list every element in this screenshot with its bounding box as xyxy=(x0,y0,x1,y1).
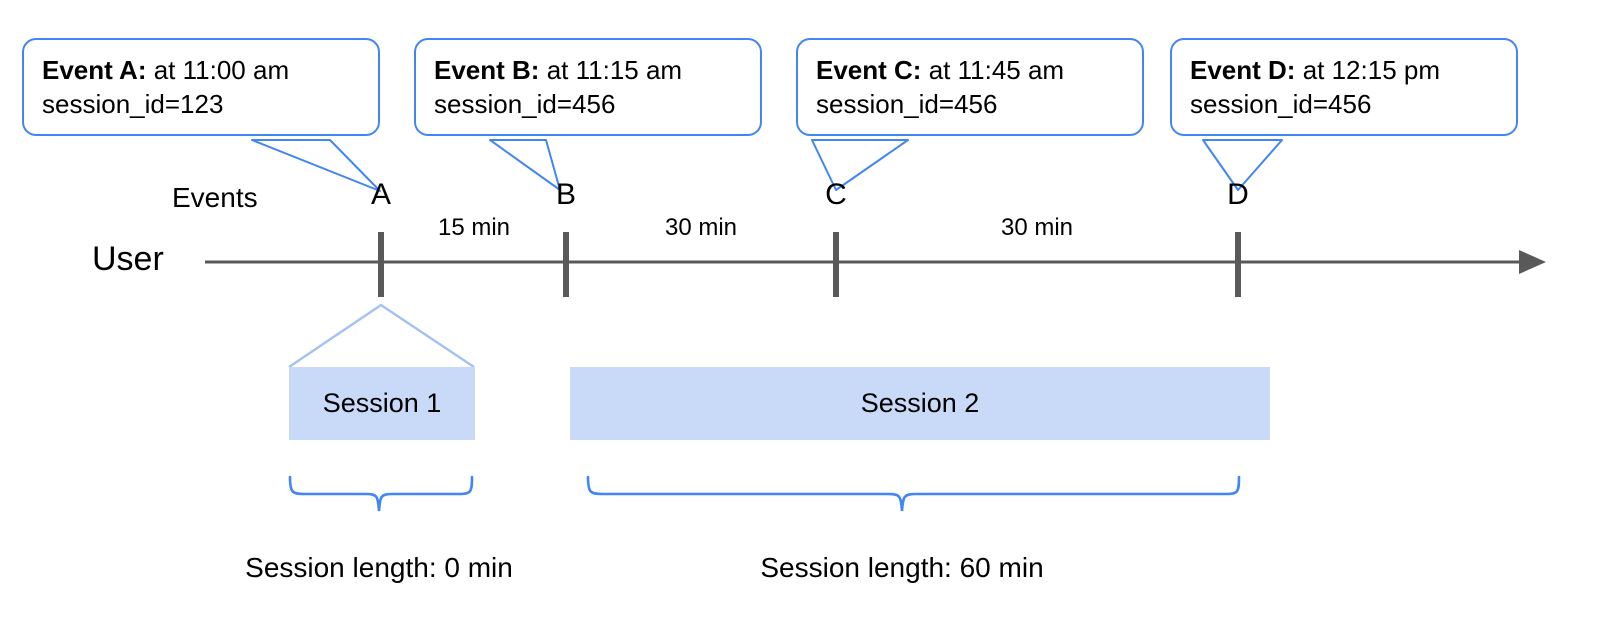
gap-label-a-b: 15 min xyxy=(437,214,511,241)
callout-event-d[interactable]: Event D: at 12:15 pm session_id=456 xyxy=(1170,38,1518,136)
callout-a-time: at 11:00 am xyxy=(146,55,290,85)
session-length-label-1: Session length: 0 min xyxy=(245,552,513,583)
gap-label-b-c: 30 min xyxy=(664,214,738,241)
event-letter-c: C xyxy=(825,178,847,211)
session1-tent-connector xyxy=(288,303,475,369)
session2-brace xyxy=(586,475,1241,512)
callout-d-session-id: session_id=456 xyxy=(1190,88,1372,119)
callout-c-time: at 11:45 am xyxy=(921,55,1065,85)
callout-b-time: at 11:15 am xyxy=(539,55,683,85)
session-bar-2-label: Session 2 xyxy=(860,388,980,418)
callout-tail-b xyxy=(489,139,561,191)
callout-b-lead: Event B: xyxy=(434,55,540,85)
event-letter-a: A xyxy=(370,178,391,211)
user-axis-label: User xyxy=(92,240,164,278)
callout-b-session-id: session_id=456 xyxy=(434,88,616,119)
gap-label-c-d: 30 min xyxy=(1000,214,1074,241)
callout-d-lead: Event D: xyxy=(1190,55,1296,85)
callout-a-lead: Event A: xyxy=(42,55,147,85)
callout-event-b[interactable]: Event B: at 11:15 am session_id=456 xyxy=(414,38,762,136)
callout-tail-a xyxy=(251,139,381,192)
event-letter-d: D xyxy=(1227,178,1249,211)
session-bar-1-label: Session 1 xyxy=(322,388,442,418)
session-length-label-2: Session length: 60 min xyxy=(760,552,1044,583)
callout-tail-d xyxy=(1202,139,1283,191)
callout-c-session-id: session_id=456 xyxy=(816,88,998,119)
callout-a-session-id: session_id=123 xyxy=(42,88,224,119)
events-row-label: Events xyxy=(172,182,258,213)
session-bar-1[interactable]: Session 1 xyxy=(289,367,475,440)
callout-c-lead: Event C: xyxy=(816,55,922,85)
callout-event-a[interactable]: Event A: at 11:00 am session_id=123 xyxy=(22,38,380,136)
callout-d-time: at 12:15 pm xyxy=(1295,55,1441,85)
callout-event-c[interactable]: Event C: at 11:45 am session_id=456 xyxy=(796,38,1144,136)
session-bar-2[interactable]: Session 2 xyxy=(570,367,1270,440)
event-letter-b: B xyxy=(555,178,576,211)
session1-brace xyxy=(288,475,474,512)
callout-tail-c xyxy=(811,139,909,191)
